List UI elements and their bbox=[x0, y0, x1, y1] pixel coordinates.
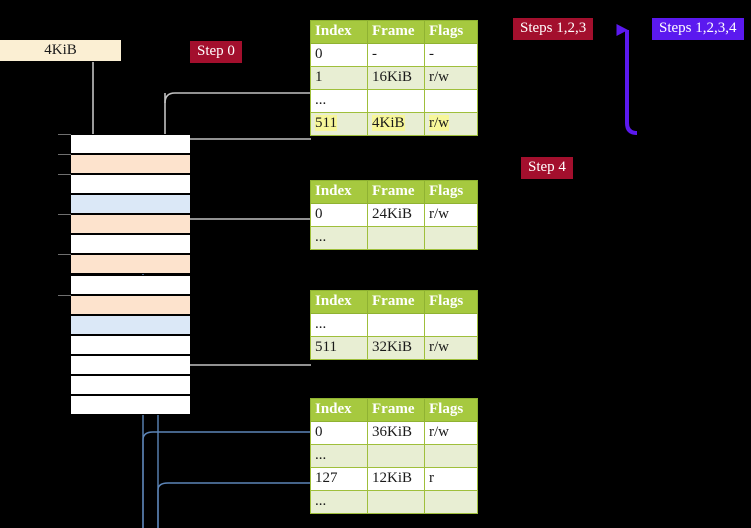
memory-row bbox=[71, 134, 190, 155]
column-header-flags: Flags bbox=[424, 290, 478, 314]
column-header-index: Index bbox=[310, 20, 368, 44]
column-header-frame: Frame bbox=[367, 180, 425, 204]
column-header-flags: Flags bbox=[424, 20, 478, 44]
badge-step-0: Step 0 bbox=[190, 41, 242, 63]
memory-row-tick bbox=[58, 214, 71, 216]
table-cell-index: 0 bbox=[310, 203, 368, 227]
table-cell-frame bbox=[367, 444, 425, 468]
memory-row bbox=[71, 374, 190, 395]
table-cell-index: 511 bbox=[310, 112, 368, 136]
size-tag-4kib: 4KiB bbox=[0, 40, 121, 61]
table-cell-index: ... bbox=[310, 313, 368, 337]
table-row: 0-- bbox=[310, 43, 478, 67]
column-header-frame: Frame bbox=[367, 290, 425, 314]
column-header-index: Index bbox=[310, 290, 368, 314]
table-cell-flags bbox=[424, 313, 478, 337]
memory-row bbox=[71, 154, 190, 175]
table-cell-frame: - bbox=[367, 43, 425, 67]
table-cell-frame: 24KiB bbox=[367, 203, 425, 227]
memory-row-tick bbox=[58, 254, 71, 256]
table-cell-flags bbox=[424, 444, 478, 468]
column-header-flags: Flags bbox=[424, 180, 478, 204]
memory-row bbox=[71, 174, 190, 195]
table-cell-flags bbox=[424, 490, 478, 514]
memory-row bbox=[71, 274, 190, 295]
memory-row bbox=[71, 214, 190, 235]
badge-steps-123: Steps 1,2,3 bbox=[513, 18, 594, 40]
column-header-flags: Flags bbox=[424, 398, 478, 422]
table-cell-frame: 36KiB bbox=[367, 421, 425, 445]
table-cell-index: 0 bbox=[310, 421, 368, 445]
table-cell-index: 127 bbox=[310, 467, 368, 491]
column-header-index: Index bbox=[310, 180, 368, 204]
table-cell-flags: r/w bbox=[424, 421, 478, 445]
memory-row-tick bbox=[58, 134, 71, 135]
table-cell-flags: r/w bbox=[424, 336, 478, 360]
badge-step-4-label: Step 4 bbox=[528, 159, 566, 175]
column-header-index: Index bbox=[310, 398, 368, 422]
table-cell-flags: r bbox=[424, 467, 478, 491]
memory-row bbox=[71, 194, 190, 215]
table-cell-frame bbox=[367, 490, 425, 514]
badge-step-4: Step 4 bbox=[521, 157, 573, 179]
table-cell-frame: 12KiB bbox=[367, 467, 425, 491]
memory-column bbox=[71, 134, 190, 415]
table-cell-flags: - bbox=[424, 43, 478, 67]
memory-row bbox=[71, 294, 190, 315]
table-cell-index: ... bbox=[310, 490, 368, 514]
memory-row bbox=[71, 314, 190, 335]
table-cell-flags: r/w bbox=[424, 203, 478, 227]
table-cell-index: 511 bbox=[310, 336, 368, 360]
table-cell-flags: r/w bbox=[424, 66, 478, 90]
memory-row bbox=[71, 334, 190, 355]
memory-row-tick bbox=[58, 154, 71, 156]
column-header-frame: Frame bbox=[367, 20, 425, 44]
memory-row bbox=[71, 394, 190, 415]
table-row: ... bbox=[310, 226, 478, 250]
table-row: ... bbox=[310, 89, 478, 113]
table-cell-frame bbox=[367, 89, 425, 113]
table-cell-index: 1 bbox=[310, 66, 368, 90]
size-tag-label: 4KiB bbox=[44, 42, 77, 58]
table-cell-index: ... bbox=[310, 226, 368, 250]
table-row: ... bbox=[310, 313, 478, 337]
memory-row bbox=[71, 234, 190, 255]
table-cell-index: ... bbox=[310, 444, 368, 468]
badge-steps-123-label: Steps 1,2,3 bbox=[520, 20, 587, 36]
badge-step-0-label: Step 0 bbox=[197, 43, 235, 59]
memory-row bbox=[71, 354, 190, 375]
badge-steps-1234-label: Steps 1,2,3,4 bbox=[659, 20, 737, 36]
table-cell-flags bbox=[424, 89, 478, 113]
table-cell-index: ... bbox=[310, 89, 368, 113]
table-cell-flags bbox=[424, 226, 478, 250]
table-cell-index: 0 bbox=[310, 43, 368, 67]
column-header-frame: Frame bbox=[367, 398, 425, 422]
table-cell-frame: 32KiB bbox=[367, 336, 425, 360]
memory-row-tick bbox=[58, 174, 71, 176]
table-cell-frame bbox=[367, 313, 425, 337]
table-cell-flags: r/w bbox=[424, 112, 478, 136]
badge-steps-1234: Steps 1,2,3,4 bbox=[652, 18, 744, 40]
table-row: ... bbox=[310, 490, 478, 514]
memory-row-tick bbox=[58, 294, 71, 296]
memory-row bbox=[71, 254, 190, 275]
table-row: ... bbox=[310, 444, 478, 468]
table-cell-frame: 4KiB bbox=[367, 112, 425, 136]
table-cell-frame: 16KiB bbox=[367, 66, 425, 90]
table-cell-frame bbox=[367, 226, 425, 250]
